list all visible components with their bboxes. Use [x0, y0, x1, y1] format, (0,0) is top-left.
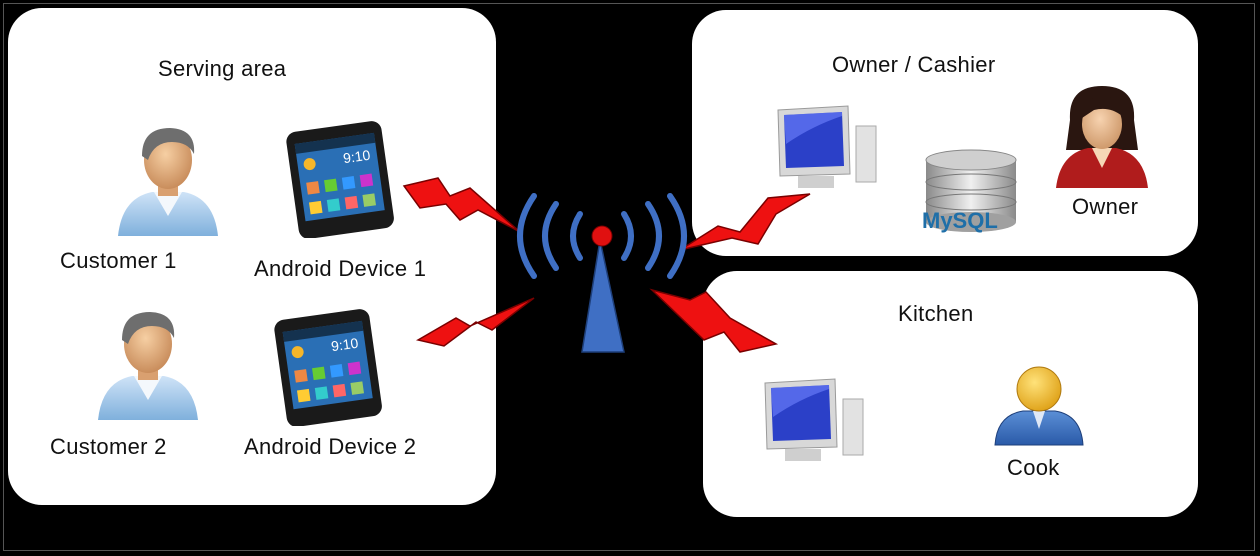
lightning-icon-kitchen: [649, 288, 779, 353]
customer-1-label: Customer 1: [60, 248, 177, 273]
phone-2-clock: 9:10: [330, 335, 359, 355]
mysql-database-icon: MySQL: [922, 149, 1017, 233]
kitchen-monitor-icon: [764, 378, 864, 461]
customer-1-person-icon: [118, 128, 218, 236]
serving-area-panel: Serving area Customer 1 9:10 Android Dev…: [8, 8, 496, 505]
customer-2-label: Customer 2: [50, 434, 167, 459]
android-device-2-label: Android Device 2: [244, 434, 417, 459]
owner-cashier-panel: Owner / Cashier MySQL Owner: [692, 10, 1198, 256]
owner-label: Owner: [1072, 194, 1139, 219]
android-device-2-smartphone-icon: 9:10: [274, 309, 382, 426]
owner-woman-icon: [1056, 86, 1148, 188]
cook-person-icon: [994, 366, 1084, 446]
antenna-icon: [517, 193, 687, 353]
cashier-monitor-icon: [777, 105, 877, 188]
kitchen-panel: Kitchen Cook: [703, 271, 1198, 517]
android-device-1-label: Android Device 1: [254, 256, 427, 281]
lightning-icon-device-2: [415, 297, 535, 347]
lightning-icon-owner: [679, 193, 811, 251]
kitchen-title: Kitchen: [898, 301, 974, 326]
android-device-1-smartphone-icon: 9:10: [286, 121, 394, 238]
customer-2-person-icon: [98, 312, 198, 420]
phone-1-clock: 9:10: [342, 147, 371, 167]
owner-cashier-title: Owner / Cashier: [832, 52, 996, 77]
cook-label: Cook: [1007, 455, 1060, 480]
serving-area-title: Serving area: [158, 56, 287, 81]
mysql-logo-text: MySQL: [922, 208, 998, 233]
outer-frame: [3, 3, 1255, 551]
lightning-icon-device-1: [402, 177, 521, 233]
